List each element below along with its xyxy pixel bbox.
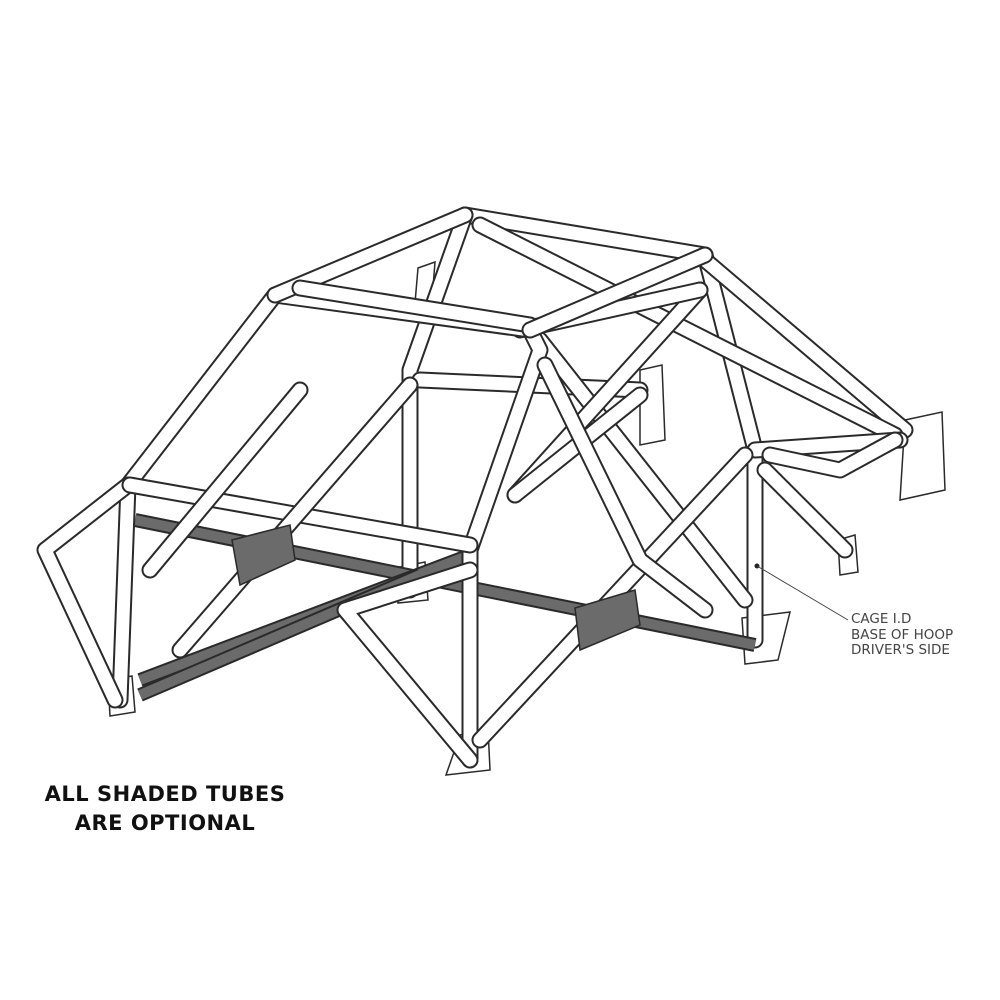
tube <box>293 281 537 332</box>
note-line: ALL SHADED TUBES <box>44 782 286 806</box>
tube <box>473 218 902 442</box>
tube <box>173 378 417 657</box>
tube <box>758 463 852 557</box>
tube <box>538 358 712 617</box>
optional-tubes-note: ALL SHADED TUBES ARE OPTIONAL <box>40 780 290 838</box>
callout-leader <box>754 563 849 621</box>
cage-id-callout: CAGE I.D BASE OF HOOP DRIVER'S SIDE <box>851 611 954 659</box>
tube <box>338 563 477 767</box>
rear-tubes <box>401 206 914 649</box>
callout-line: CAGE I.D <box>851 611 912 627</box>
note-line: ARE OPTIONAL <box>74 811 256 835</box>
tube <box>698 253 912 437</box>
tube <box>458 208 712 262</box>
callout-line: BASE OF HOOP <box>851 626 954 643</box>
tube <box>143 383 307 577</box>
tube <box>403 208 472 597</box>
tube <box>763 433 902 477</box>
tube <box>523 248 712 337</box>
callout-line: DRIVER'S SIDE <box>851 642 950 658</box>
tube <box>533 333 752 607</box>
tube <box>38 478 135 707</box>
gusset-plates <box>231 524 641 652</box>
